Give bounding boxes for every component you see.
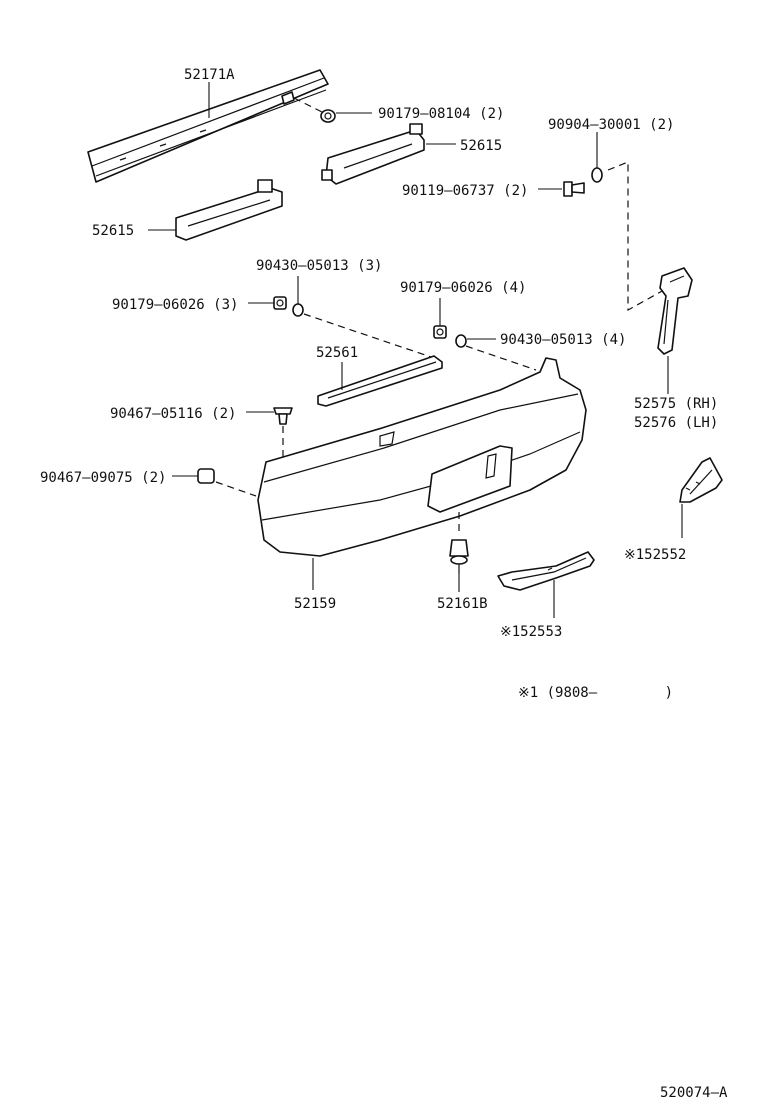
clip-90467-09075 bbox=[197, 468, 215, 484]
clip-90467-05116 bbox=[273, 407, 293, 425]
label-90430-05013-3: 90430–05013 (3) bbox=[256, 258, 382, 274]
bracket-52615-lower bbox=[175, 179, 283, 241]
nut-90179-06026-3 bbox=[273, 296, 287, 310]
label-52576: 52576 (LH) bbox=[634, 415, 718, 431]
label-90467-09075: 90467–09075 (2) bbox=[40, 470, 166, 486]
label-52575: 52575 (RH) bbox=[634, 396, 718, 412]
dash-washer3-bumper bbox=[303, 313, 435, 359]
nut-90179-08104 bbox=[320, 109, 336, 123]
label-90179-06026-3: 90179–06026 (3) bbox=[112, 297, 238, 313]
dash-to-52575 bbox=[607, 161, 665, 312]
label-52561: 52561 bbox=[316, 345, 358, 361]
label-52615-upper: 52615 bbox=[460, 138, 502, 154]
side-bracket-52575-52576 bbox=[657, 267, 693, 355]
label-90179-06026-4: 90179–06026 (4) bbox=[400, 280, 526, 296]
washer-90430-05013-3 bbox=[292, 303, 304, 317]
diagram-id: 520074–A bbox=[660, 1085, 728, 1101]
nut-90179-06026-4 bbox=[433, 325, 447, 339]
dash-52171A-nut bbox=[293, 97, 323, 113]
molding-152553 bbox=[497, 551, 595, 591]
washer-90430-05013-4 bbox=[455, 334, 467, 348]
label-52171A: 52171A bbox=[184, 67, 235, 83]
label-152553: ※152553 bbox=[500, 624, 562, 640]
molding-152552 bbox=[679, 457, 723, 503]
label-52615-lower: 52615 bbox=[92, 223, 134, 239]
label-90119-06737: 90119–06737 (2) bbox=[402, 183, 528, 199]
label-52159: 52159 bbox=[294, 596, 336, 612]
label-90904-30001: 90904–30001 (2) bbox=[548, 117, 674, 133]
label-90179-08104: 90179–08104 (2) bbox=[378, 106, 504, 122]
dash-washer4-bumper bbox=[465, 345, 537, 371]
footnote: ※1 (9808– ) bbox=[518, 685, 673, 701]
bumper-cover-52159 bbox=[257, 357, 587, 557]
bolt-90119-06737 bbox=[563, 181, 585, 197]
washer-90904-30001 bbox=[591, 167, 603, 183]
label-90467-05116: 90467–05116 (2) bbox=[110, 406, 236, 422]
label-52161B: 52161B bbox=[437, 596, 488, 612]
label-152552: ※152552 bbox=[624, 547, 686, 563]
reinforcement-bar-52171A bbox=[87, 69, 329, 183]
plug-52161B bbox=[449, 539, 469, 574]
bracket-52615-upper bbox=[321, 123, 425, 185]
label-90430-05013-4: 90430–05013 (4) bbox=[500, 332, 626, 348]
retainer-52561 bbox=[317, 355, 443, 407]
dash-clip2-bumper bbox=[215, 481, 257, 497]
